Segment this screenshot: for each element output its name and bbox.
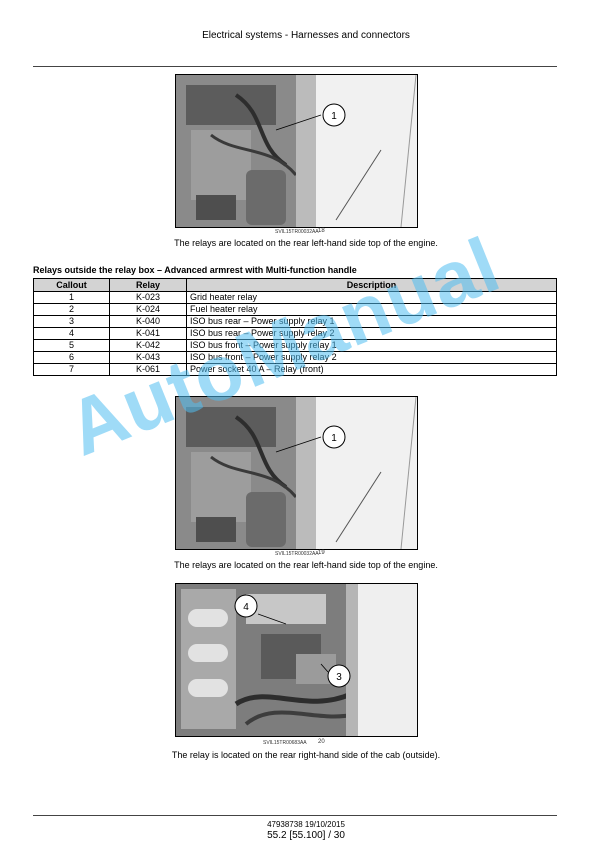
cell-callout: 2 bbox=[33, 303, 110, 316]
table-row: 5 K-042 ISO bus front – Power supply rel… bbox=[33, 339, 557, 352]
relay-table: Callout Relay Description 1 K-023 Grid h… bbox=[33, 278, 557, 376]
table-row: 4 K-041 ISO bus rear – Power supply rela… bbox=[33, 327, 557, 340]
cell-relay: K-042 bbox=[109, 339, 187, 352]
callout-1: 1 bbox=[331, 111, 337, 122]
callout-4: 4 bbox=[243, 602, 249, 613]
cell-relay: K-061 bbox=[109, 363, 187, 376]
figure-18-number: 18 bbox=[318, 228, 325, 234]
cell-relay: K-024 bbox=[109, 303, 187, 316]
cell-callout: 7 bbox=[33, 363, 110, 376]
footer-divider bbox=[33, 815, 557, 816]
figure-20-id: SVIL15TR00683AA bbox=[263, 740, 307, 746]
figure-18-caption: The relays are located on the rear left-… bbox=[174, 238, 438, 248]
table-row: 6 K-043 ISO bus front – Power supply rel… bbox=[33, 351, 557, 364]
footer-doc-id: 47938738 19/10/2015 bbox=[267, 820, 345, 829]
cell-description: ISO bus rear – Power supply relay 2 bbox=[186, 327, 557, 340]
cell-callout: 5 bbox=[33, 339, 110, 352]
figure-19-engine-relays: 1 bbox=[175, 396, 418, 550]
callout-3: 3 bbox=[336, 672, 342, 683]
figure-20-number: 20 bbox=[318, 739, 325, 745]
cell-callout: 6 bbox=[33, 351, 110, 364]
figure-19-caption: The relays are located on the rear left-… bbox=[174, 560, 438, 570]
col-callout: Callout bbox=[33, 278, 110, 292]
figure-20-cab-relay: 4 3 bbox=[175, 583, 418, 737]
table-row: 3 K-040 ISO bus rear – Power supply rela… bbox=[33, 315, 557, 328]
section-title: Relays outside the relay box – Advanced … bbox=[33, 265, 357, 275]
figure-18-id: SVIL15TR00032AA bbox=[275, 229, 319, 235]
cell-description: Power socket 40 A – Relay (front) bbox=[186, 363, 557, 376]
cell-callout: 3 bbox=[33, 315, 110, 328]
figure-19-id: SVIL15TR00032AA bbox=[275, 551, 319, 557]
callout-1: 1 bbox=[331, 433, 337, 444]
col-relay: Relay bbox=[109, 278, 187, 292]
table-row: 7 K-061 Power socket 40 A – Relay (front… bbox=[33, 363, 557, 376]
cell-relay: K-041 bbox=[109, 327, 187, 340]
cell-description: ISO bus front – Power supply relay 1 bbox=[186, 339, 557, 352]
table-row: 2 K-024 Fuel heater relay bbox=[33, 303, 557, 316]
page-header-title: Electrical systems - Harnesses and conne… bbox=[202, 30, 410, 41]
table-header-row: Callout Relay Description bbox=[33, 278, 557, 292]
cell-callout: 1 bbox=[33, 291, 110, 304]
cell-description: ISO bus rear – Power supply relay 1 bbox=[186, 315, 557, 328]
cell-relay: K-040 bbox=[109, 315, 187, 328]
cell-description: ISO bus front – Power supply relay 2 bbox=[186, 351, 557, 364]
figure-19-number: 19 bbox=[318, 550, 325, 556]
cell-description: Grid heater relay bbox=[186, 291, 557, 304]
table-row: 1 K-023 Grid heater relay bbox=[33, 291, 557, 304]
cell-callout: 4 bbox=[33, 327, 110, 340]
cell-description: Fuel heater relay bbox=[186, 303, 557, 316]
cell-relay: K-023 bbox=[109, 291, 187, 304]
header-divider bbox=[33, 66, 557, 67]
figure-20-caption: The relay is located on the rear right-h… bbox=[171, 750, 441, 760]
col-description: Description bbox=[186, 278, 557, 292]
cell-relay: K-043 bbox=[109, 351, 187, 364]
figure-18-engine-relays: 1 bbox=[175, 74, 418, 228]
footer-page-number: 55.2 [55.100] / 30 bbox=[267, 830, 345, 841]
